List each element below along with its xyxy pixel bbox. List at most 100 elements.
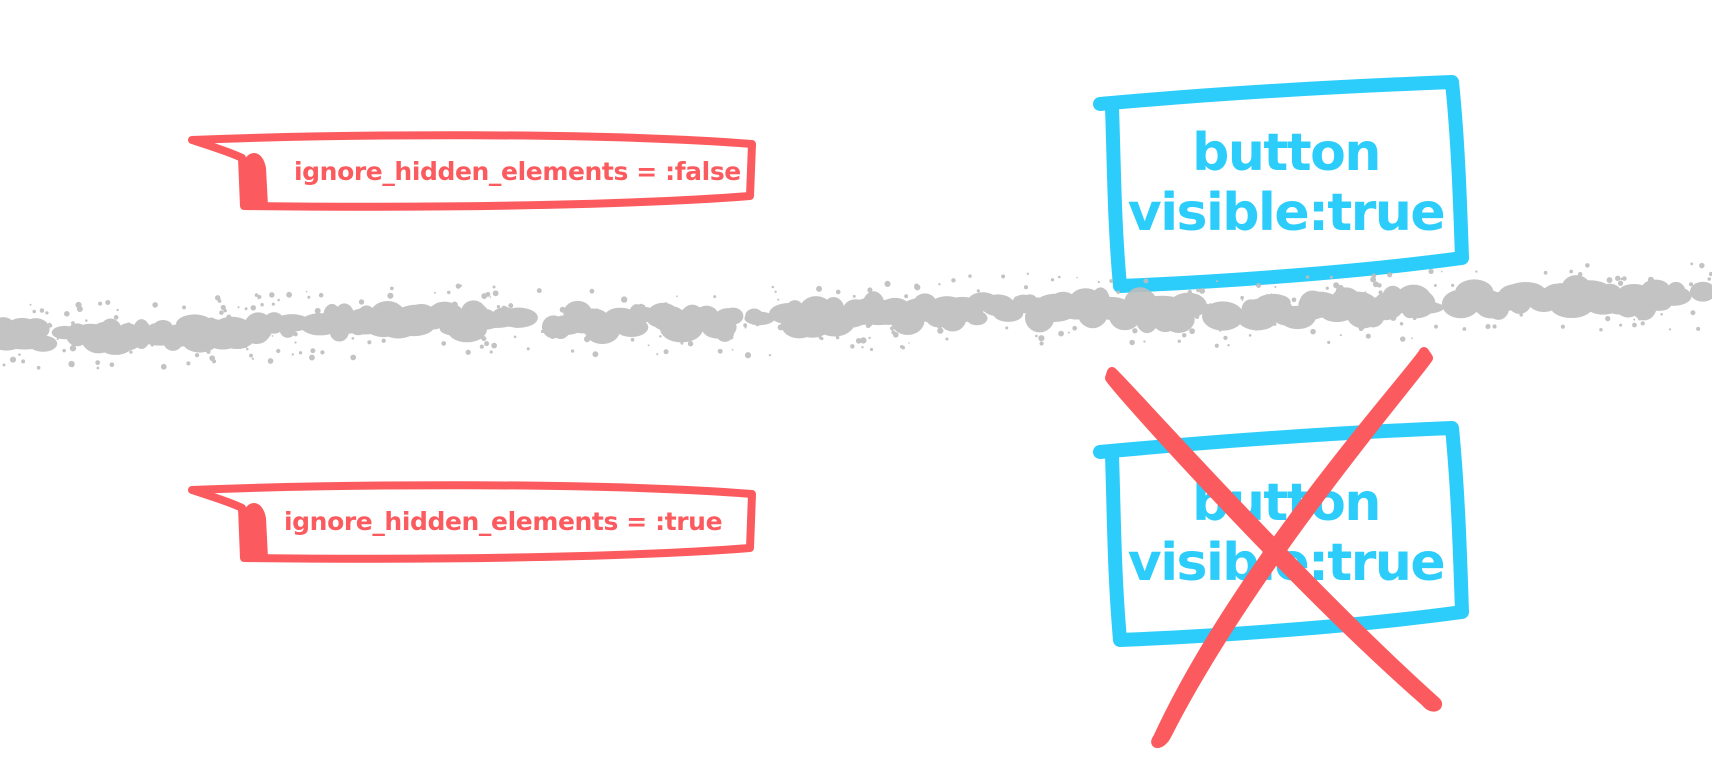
splatter-dot xyxy=(99,346,105,352)
splatter-dot xyxy=(320,350,325,355)
splatter-dot xyxy=(690,322,697,329)
splatter-dot xyxy=(1023,307,1026,310)
splatter-dot xyxy=(367,340,372,345)
splatter-dot xyxy=(240,338,244,341)
splatter-blob xyxy=(1631,291,1657,321)
splatter-dot xyxy=(38,321,45,329)
splatter-dot xyxy=(1370,276,1377,283)
splatter-dot xyxy=(1143,278,1149,284)
splatter-dot xyxy=(886,307,890,310)
splatter-dot xyxy=(9,338,15,344)
splatter-dot xyxy=(1372,281,1379,288)
splatter-dot xyxy=(481,328,486,333)
splatter-dot xyxy=(743,323,748,328)
splatter-dot xyxy=(852,324,855,327)
splatter-dot xyxy=(892,332,899,338)
splatter-dot xyxy=(1381,295,1386,300)
splatter-dot xyxy=(589,288,595,294)
splatter-dot xyxy=(771,285,775,289)
splatter-dot xyxy=(489,350,493,354)
splatter-dot xyxy=(492,285,496,289)
splatter-dot xyxy=(476,314,479,317)
splatter-dot xyxy=(1050,278,1055,282)
splatter-dot xyxy=(303,321,309,327)
splatter-dot xyxy=(1097,280,1100,284)
splatter-dot xyxy=(351,337,355,340)
splatter-dot xyxy=(844,318,851,325)
splatter-dot xyxy=(818,336,822,340)
splatter-dot xyxy=(190,344,197,352)
splatter-dot xyxy=(860,337,867,344)
splatter-dot xyxy=(1273,322,1277,326)
splatter-dot xyxy=(314,307,321,314)
splatter-dot xyxy=(1305,275,1310,279)
splatter-dot xyxy=(774,290,777,294)
splatter-dot xyxy=(904,294,909,299)
splatter-dot xyxy=(211,359,217,364)
splatter-dot xyxy=(207,349,211,353)
splatter-dot xyxy=(1055,295,1061,301)
splatter-blob xyxy=(1666,281,1686,303)
splatter-dot xyxy=(56,337,59,341)
splatter-dot xyxy=(825,322,828,325)
splatter-dot xyxy=(1187,289,1192,295)
splatter-dot xyxy=(951,278,956,283)
splatter-dot xyxy=(48,323,53,328)
splatter-dot xyxy=(503,306,509,311)
splatter-dot xyxy=(364,312,370,318)
splatter-dot xyxy=(1189,328,1196,335)
splatter-dot xyxy=(150,343,154,347)
splatter-dot xyxy=(214,295,221,301)
splatter-dot xyxy=(1617,280,1624,286)
splatter-dot xyxy=(1639,306,1643,311)
splatter-dot xyxy=(358,299,365,305)
splatter-dot xyxy=(816,285,823,292)
splatter-dot xyxy=(1344,295,1351,302)
splatter-dot xyxy=(771,311,774,314)
splatter-dot xyxy=(489,296,492,298)
splatter-dot xyxy=(881,312,888,319)
splatter-dot xyxy=(70,321,75,326)
splatter-dot xyxy=(852,318,857,323)
splatter-dot xyxy=(670,310,677,318)
splatter-dot xyxy=(1005,326,1009,330)
splatter-dot xyxy=(620,296,628,303)
splatter-dot xyxy=(659,335,662,338)
splatter-dot xyxy=(388,309,394,315)
splatter-dot xyxy=(1218,328,1222,332)
splatter-dot xyxy=(271,335,274,337)
splatter-dot xyxy=(1619,323,1623,327)
splatter-dot xyxy=(1274,285,1277,288)
splatter-dot xyxy=(223,308,227,313)
splatter-dot xyxy=(293,331,298,337)
splatter-dot xyxy=(791,322,799,329)
splatter-dot xyxy=(872,295,875,298)
splatter-dot xyxy=(227,324,232,330)
splatter-dot xyxy=(680,341,684,345)
splatter-dot xyxy=(729,335,734,340)
splatter-dot xyxy=(152,302,158,308)
splatter-dot xyxy=(1383,302,1386,305)
splatter-dot xyxy=(1355,321,1361,327)
splatter-dot xyxy=(1154,298,1160,304)
splatter-dot xyxy=(869,347,874,352)
splatter-dot xyxy=(1440,270,1443,273)
splatter-dot xyxy=(1072,325,1078,331)
splatter-dot xyxy=(1241,299,1244,301)
splatter-dot xyxy=(95,360,101,366)
splatter-dot xyxy=(889,326,895,331)
splatter-dot xyxy=(182,305,187,310)
splatter-dot xyxy=(794,327,801,334)
splatter-dot xyxy=(849,326,853,330)
splatter-dot xyxy=(919,318,922,321)
splatter-dot xyxy=(1411,309,1418,316)
splatter-dot xyxy=(126,322,131,327)
splatter-dot xyxy=(835,335,840,340)
splatter-dot xyxy=(354,320,361,327)
splatter-dot xyxy=(153,338,158,343)
splatter-dot xyxy=(43,330,47,334)
splatter-dot xyxy=(85,319,88,322)
splatter-dot xyxy=(1492,324,1497,329)
splatter-blob xyxy=(722,307,744,325)
splatter-dot xyxy=(1365,333,1371,339)
